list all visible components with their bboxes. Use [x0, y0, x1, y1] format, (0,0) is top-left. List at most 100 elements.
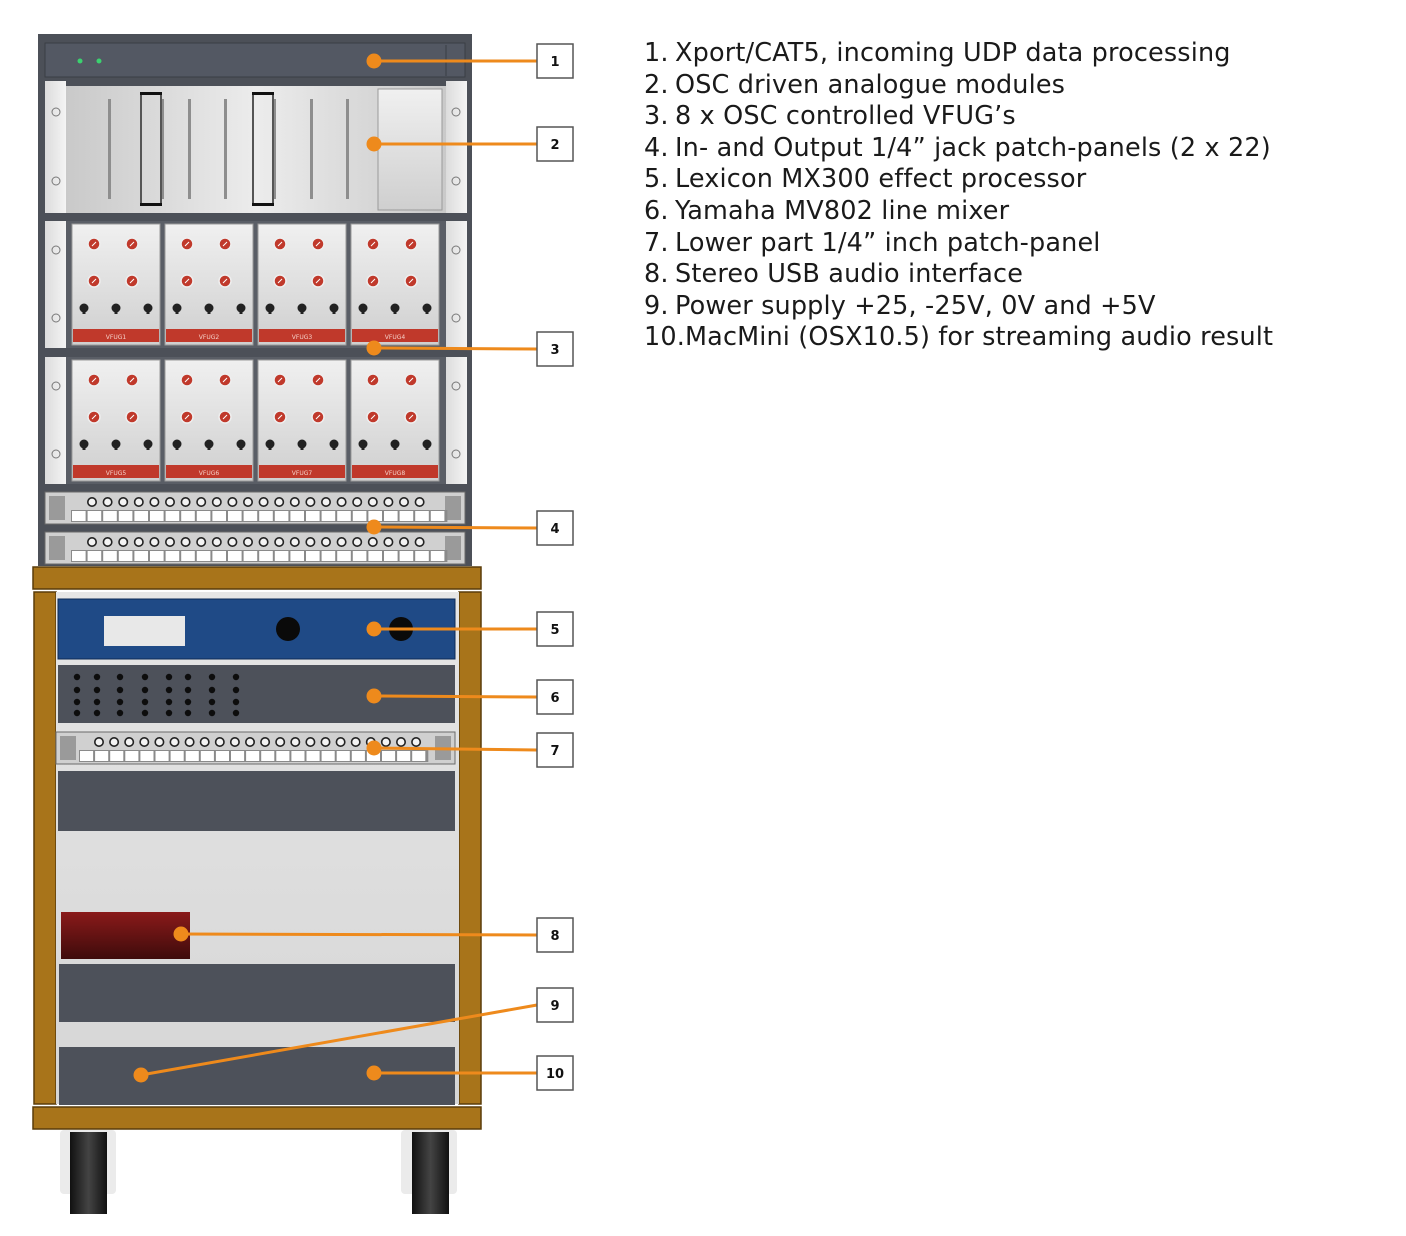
mixer-knob [165, 709, 173, 717]
mixer-knob [93, 673, 101, 681]
patch-jack [109, 736, 120, 747]
callout-dot [366, 136, 382, 152]
legend-number: 4. [644, 132, 669, 163]
mixer-knob [116, 709, 124, 717]
mixer-knob [165, 698, 173, 706]
patch-label-box [382, 751, 396, 761]
patch-jack [245, 736, 256, 747]
legend-number: 2. [644, 69, 669, 100]
patch-label-box [165, 511, 180, 521]
mixer-knob [141, 686, 149, 694]
patch-jack [133, 536, 144, 547]
legend-item: 1.Xport/CAT5, incoming UDP data processi… [644, 38, 1273, 70]
patch-jack [243, 496, 254, 507]
patch-jack [260, 736, 271, 747]
patch-jack [335, 736, 346, 747]
callout-dot [366, 53, 382, 69]
patch-jack [102, 536, 113, 547]
patch-jack [289, 536, 300, 547]
patch-label-box [228, 551, 242, 561]
vfug-module [164, 359, 254, 482]
patch-label-box [259, 511, 273, 521]
legend-number: 1. [644, 38, 669, 68]
patch-jack [274, 536, 285, 547]
patch-label-box [72, 511, 86, 521]
callout-line [373, 525, 538, 530]
module-rail [161, 99, 164, 199]
patch-jack [169, 736, 180, 747]
vfug-module [257, 359, 347, 482]
patch-jack [258, 536, 269, 547]
patch-jack [289, 496, 300, 507]
patch-label-box [246, 751, 260, 761]
patch-label-box [306, 751, 320, 761]
patch-jack [352, 536, 363, 547]
patch-label-box [150, 551, 164, 561]
mixer-knob [116, 686, 124, 694]
callout-box: 9 [536, 987, 574, 1023]
patch-label-box [228, 511, 242, 521]
patch-label-box [103, 551, 117, 561]
patch-label-box [415, 551, 429, 561]
legend-number: 6. [644, 195, 669, 226]
callout-number: 3 [550, 343, 559, 358]
mixer-knob [141, 709, 149, 717]
patch-jack [196, 496, 207, 507]
patch-jack [211, 496, 222, 507]
power-supply [59, 964, 455, 1022]
patch-label-box [430, 511, 445, 521]
patch-jack [350, 736, 361, 747]
patch-label-box [140, 751, 154, 761]
callout-number: 4 [550, 522, 559, 537]
callout-number: 9 [550, 999, 559, 1014]
patch-jack [227, 536, 238, 547]
patch-jack [367, 496, 378, 507]
patch-jack [133, 496, 144, 507]
vfug-label: VFUG2 [199, 334, 220, 341]
callout-line [373, 694, 538, 699]
patch-label-box [181, 551, 195, 561]
analogue-modules [45, 81, 467, 213]
patch-label-box [290, 511, 304, 521]
patch-label-box [399, 511, 414, 521]
callout-box: 5 [536, 611, 574, 647]
legend-number: 5. [644, 164, 669, 195]
patch-label-box [366, 751, 380, 761]
legend-item: 5.Lexicon MX300 effect processor [644, 164, 1273, 196]
blank-rack-unit [58, 771, 455, 831]
patch-jack [274, 496, 285, 507]
patch-jack [336, 536, 347, 547]
patch-label-box [72, 551, 86, 561]
legend-text: Xport/CAT5, incoming UDP data processing [675, 38, 1231, 68]
patch-jack [383, 496, 394, 507]
patch-label-box [212, 511, 226, 521]
patch-jack [336, 496, 347, 507]
vfug-label: VFUG4 [385, 334, 406, 341]
mixer-knob [73, 686, 81, 694]
module-handle [252, 92, 274, 95]
legend-text: OSC driven analogue modules [675, 69, 1066, 100]
patch-label-box [368, 551, 382, 561]
mixer-knob [116, 673, 124, 681]
module-rail [273, 99, 276, 199]
patch-label-box [134, 551, 148, 561]
legend-text: Lower part 1/4” inch patch-panel [675, 227, 1101, 258]
status-led [77, 58, 83, 64]
wheel [70, 1132, 107, 1214]
patch-label-box [170, 751, 184, 761]
patch-jack [305, 736, 316, 747]
callout-number: 2 [550, 138, 559, 153]
patch-jack [214, 736, 225, 747]
patch-label-box [351, 751, 365, 761]
patch-jack [199, 736, 210, 747]
callout-box: 3 [536, 331, 574, 367]
patch-label-box [110, 751, 124, 761]
module-rail [108, 99, 111, 199]
patch-label-box [181, 511, 195, 521]
patch-jack [149, 496, 160, 507]
patch-jack [411, 736, 422, 747]
vfug-label: VFUG5 [106, 470, 127, 477]
patch-label-box [243, 551, 258, 561]
